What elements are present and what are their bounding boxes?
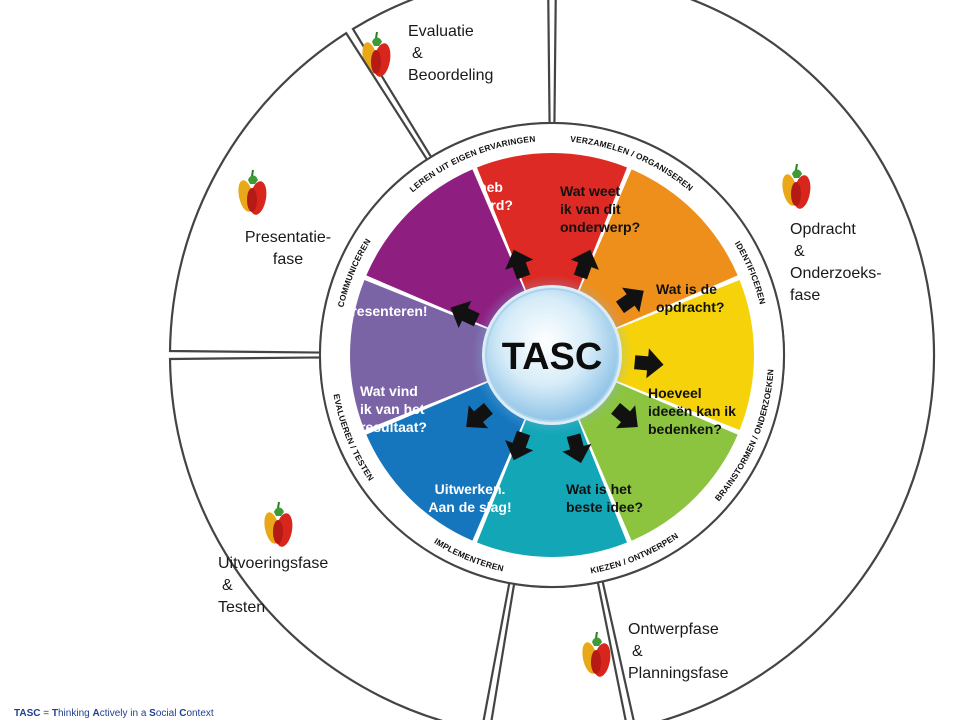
segment-label-task: Wat is de opdracht?: [656, 281, 724, 315]
segment-line: Hoeveel: [648, 385, 702, 401]
segment-line: Presenteren!: [342, 303, 428, 319]
segment-label-know: Wat weet ik van dit onderwerp?: [560, 183, 640, 235]
segment-line: ik van het: [360, 401, 425, 417]
phase-line: Onderzoeks-: [790, 265, 882, 282]
phase-line: &: [794, 243, 805, 260]
footnote-part: A: [92, 708, 100, 719]
segment-line: bedenken?: [648, 421, 722, 437]
phase-line: Evaluatie: [408, 23, 474, 40]
phase-line: Planningsfase: [628, 665, 729, 682]
footnote-part: =: [40, 708, 52, 719]
footnote-part: ocial: [155, 708, 180, 719]
pepper-icon: [582, 631, 611, 677]
footnote-part: TASC: [14, 708, 41, 719]
segment-label-best: Wat is het beste idee?: [566, 481, 643, 515]
phase-line: &: [412, 45, 423, 62]
segment-line: ik van dit: [560, 201, 621, 217]
segment-label-ideas: Hoeveel ideeën kan ik bedenken?: [648, 385, 736, 437]
segment-line: opdracht?: [656, 299, 724, 315]
segment-label-judge: Wat vind ik van het resultaat?: [360, 383, 427, 435]
segment-judge: [349, 279, 488, 431]
arrow-icon: [562, 433, 592, 464]
phase-label-opdracht: Opdracht & Onderzoeks-fase: [790, 221, 882, 304]
footnote-part: hinking: [58, 708, 93, 719]
phase-label-uitvoering: Uitvoeringsfase & Testen: [218, 555, 328, 616]
direction-arrows: [450, 249, 664, 464]
phase-line: Beoordeling: [408, 67, 493, 84]
footnote-part: C: [179, 708, 187, 719]
segment-line: beste idee?: [566, 499, 643, 515]
segment-know: [579, 169, 738, 328]
footnote-part: S: [149, 708, 156, 719]
pepper-icon: [238, 169, 267, 215]
arrow-icon: [570, 249, 599, 280]
hub-circle: [485, 288, 619, 422]
phase-label-evaluatie: Evaluatie & Beoordeling: [408, 23, 493, 84]
phase-label-presentatie: Presentatie-fase: [245, 229, 331, 268]
segment-label-work: Uitwerken. Aan de slag!: [428, 481, 511, 515]
segment-line: Aan de slag!: [428, 499, 511, 515]
segment-present: [366, 169, 525, 328]
arrow-icon: [615, 287, 644, 314]
phase-line: Testen: [218, 599, 265, 616]
segment-line: Wat vind: [360, 383, 418, 399]
arrow-icon: [450, 300, 480, 329]
arrow-icon: [505, 249, 534, 280]
phase-line: &: [632, 643, 643, 660]
footnote-part: ctively in a: [99, 708, 150, 719]
tasc-hub: TASC: [472, 275, 632, 435]
phase-line: Uitvoeringsfase: [218, 555, 328, 572]
phase-line: &: [222, 577, 233, 594]
phase-line: fase: [273, 251, 303, 268]
segment-line: ideeën kan ik: [648, 403, 736, 419]
pepper-icon: [264, 501, 293, 547]
segment-line: onderwerp?: [560, 219, 640, 235]
segment-ideas: [579, 382, 738, 541]
phase-line: Ontwerpfase: [628, 621, 719, 638]
footnote: TASC = Thinking Actively in a Social Con…: [14, 708, 214, 719]
footnote-part: T: [51, 708, 58, 719]
segment-line: resultaat?: [360, 419, 427, 435]
phase-line: Presentatie-: [245, 229, 331, 246]
segment-task: [616, 279, 754, 431]
phase-line: fase: [790, 287, 820, 304]
segment-work: [366, 382, 525, 541]
pepper-icon: [782, 163, 811, 209]
arrow-icon: [505, 430, 534, 461]
arrow-icon: [634, 348, 664, 379]
footnote-part: ontext: [186, 708, 214, 719]
segment-label-present: Presenteren!: [342, 303, 428, 319]
segment-line: Wat is het: [566, 481, 632, 497]
segment-line: Uitwerken.: [435, 481, 506, 497]
arrow-icon: [611, 402, 638, 429]
arrow-icon: [466, 402, 493, 429]
phase-line: Opdracht: [790, 221, 856, 238]
segment-line: Wat weet: [560, 183, 620, 199]
segment-line: Wat is de: [656, 281, 717, 297]
hub-label: TASC: [502, 336, 603, 378]
phase-label-ontwerp: Ontwerpfase & Planningsfase: [628, 621, 729, 682]
